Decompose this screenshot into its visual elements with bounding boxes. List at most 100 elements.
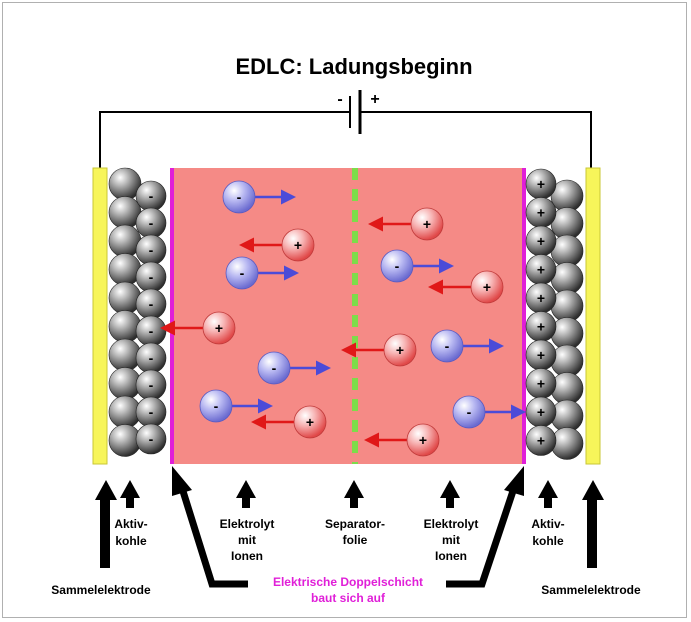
cation-sign: + — [294, 237, 302, 253]
anion: - — [222, 180, 296, 214]
anion-sign: - — [395, 258, 400, 274]
anion-sign: - — [237, 189, 242, 205]
carbon-particle-negative-sign: - — [149, 431, 154, 447]
circuit-wire — [99, 90, 592, 168]
carbon-particle-positive-sign: + — [537, 319, 545, 335]
carbon-particle-negative: - — [135, 396, 167, 428]
carbon-particle — [108, 310, 142, 343]
carbon-particle-negative: - — [135, 315, 167, 347]
label-right-carbon-line1: Aktiv- — [531, 517, 564, 531]
carbon-particle-negative: - — [135, 288, 167, 320]
arrow-left-double-layer — [178, 486, 248, 588]
carbon-particle-positive: + — [525, 339, 557, 371]
carbon-particle-positive: + — [525, 225, 557, 257]
label-right-electrolyte-line3: Ionen — [435, 549, 467, 563]
carbon-particle-positive: + — [525, 396, 557, 428]
arrow-right-electrolyte — [440, 480, 460, 508]
carbon-particle-positive: + — [525, 368, 557, 399]
cation: + — [160, 311, 236, 345]
carbon-particle-negative-sign: - — [149, 242, 154, 258]
arrow-right-double-layer — [446, 486, 518, 588]
label-left-electrolyte-line2: mit — [238, 533, 256, 547]
anion-sign: - — [272, 360, 277, 376]
label-right-electrolyte-line1: Elektrolyt — [424, 517, 479, 531]
cation: + — [364, 423, 440, 457]
carbon-particle-negative: - — [135, 234, 167, 266]
anion-sign: - — [214, 398, 219, 414]
label-right-carbon-line2: kohle — [532, 534, 564, 548]
anion: - — [199, 389, 273, 423]
carbon-particle-positive-sign: + — [537, 290, 545, 306]
carbon-particle-positive-sign: + — [537, 404, 545, 420]
right-activated-carbon — [550, 179, 584, 460]
anion: - — [430, 329, 504, 363]
electrolyte-ions: -------+++++++ — [160, 180, 526, 457]
left-collector-electrode — [92, 167, 108, 465]
carbon-particle-positive: + — [525, 282, 557, 314]
carbon-particle-negative: - — [135, 369, 167, 401]
carbon-particle-negative: - — [135, 423, 167, 455]
battery-plus-sign: + — [370, 91, 379, 108]
carbon-particle-negative-sign: - — [149, 377, 154, 393]
label-left-electrolyte-line1: Elektrolyt — [220, 517, 275, 531]
cation: + — [341, 333, 417, 367]
carbon-particle-positive-sign: + — [537, 347, 545, 363]
right-activated-carbon-charged: + + + + + + + + + + — [525, 168, 557, 456]
carbon-particle-positive: + — [525, 197, 557, 228]
left-activated-carbon — [108, 167, 142, 457]
carbon-particle-positive-sign: + — [537, 262, 545, 278]
carbon-particle-negative-sign: - — [149, 215, 154, 231]
carbon-particle-negative-sign: - — [149, 404, 154, 420]
carbon-particle-negative-sign: - — [149, 269, 154, 285]
carbon-particle-positive: + — [525, 311, 557, 342]
carbon-particle-negative: - — [135, 261, 167, 293]
label-left-carbon-line1: Aktiv- — [114, 517, 147, 531]
arrow-left-double-layer-head — [172, 466, 192, 496]
label-double-layer-line1: Elektrische Doppelschicht — [273, 575, 423, 589]
diagram-title: EDLC: Ladungsbeginn — [235, 54, 472, 79]
label-right-collector: Sammelelektrode — [541, 583, 641, 597]
arrow-left-electrolyte — [236, 480, 256, 508]
left-activated-carbon-charged: - - - - - - - - - - — [135, 180, 167, 455]
arrow-separator — [344, 480, 364, 508]
anion: - — [257, 351, 331, 385]
anion-sign: - — [445, 338, 450, 354]
anion: - — [380, 249, 454, 283]
pointer-arrows — [95, 466, 604, 588]
carbon-particle-positive: + — [525, 425, 557, 456]
cation-sign: + — [483, 279, 491, 295]
label-left-electrolyte-line3: Ionen — [231, 549, 263, 563]
battery-minus-sign: - — [337, 91, 342, 108]
carbon-particle-negative: - — [135, 342, 167, 374]
label-separator-line2: folie — [343, 533, 368, 547]
cation: + — [251, 405, 327, 439]
cation: + — [428, 270, 504, 304]
carbon-particle-negative-sign: - — [149, 350, 154, 366]
arrow-left-carbon — [120, 480, 140, 508]
arrow-right-double-layer-head — [504, 466, 524, 496]
arrow-right-carbon — [538, 480, 558, 508]
carbon-particle-positive: + — [525, 168, 557, 200]
cation-sign: + — [396, 342, 404, 358]
anion-sign: - — [467, 404, 472, 420]
carbon-particle-positive-sign: + — [537, 176, 545, 192]
carbon-particle-positive-sign: + — [537, 205, 545, 221]
arrow-right-collector — [582, 480, 604, 568]
carbon-particle-negative-sign: - — [149, 296, 154, 312]
label-left-collector: Sammelelektrode — [51, 583, 151, 597]
label-double-layer-line2: baut sich auf — [311, 591, 386, 605]
carbon-particle-negative-sign: - — [149, 188, 154, 204]
anion: - — [452, 395, 526, 429]
cation-sign: + — [419, 432, 427, 448]
label-right-electrolyte-line2: mit — [442, 533, 460, 547]
carbon-particle-positive-sign: + — [537, 433, 545, 449]
cation-sign: + — [306, 414, 314, 430]
carbon-particle-negative: - — [135, 180, 167, 212]
anion: - — [225, 256, 299, 290]
anion-sign: - — [240, 265, 245, 281]
cation-sign: + — [215, 320, 223, 336]
carbon-particle-negative-sign: - — [149, 323, 154, 339]
label-left-carbon-line2: kohle — [115, 534, 147, 548]
carbon-particle-positive: + — [525, 254, 557, 285]
arrow-left-collector — [95, 480, 117, 568]
